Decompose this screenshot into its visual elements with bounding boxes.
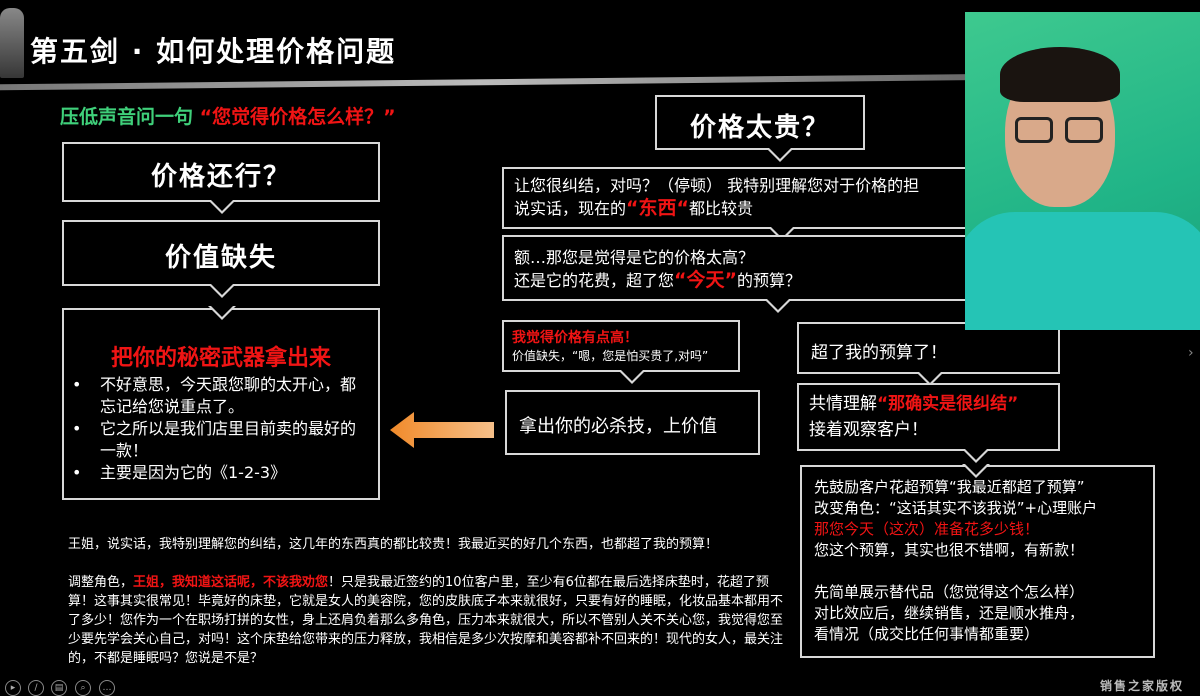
encourage-line: 先鼓励客户花超预算“我最近都超了预算” <box>814 478 1085 496</box>
script-paragraph-1: 王姐，说实话，我特别理解您的纠结，这几年的东西真的都比较贵！我最近买的好几个东西… <box>68 537 719 552</box>
p2-post: ！只是我最近签约的10位客户里，至少有6位都在最后选择床垫时，花超了预算！这事其… <box>68 575 784 666</box>
more-icon[interactable]: … <box>99 680 115 696</box>
watermark: 销售之家版权 <box>1100 679 1185 693</box>
box-price-bit-high: 我觉得价格有点高！ 价值缺失，“嗯，您是怕买贵了,对吗” <box>502 320 740 372</box>
samurai-figure-icon <box>0 8 24 78</box>
encourage-line: 您这个预算，其实也很不错啊，有新款！ <box>814 541 1085 559</box>
box-value-missing: 价值缺失 <box>62 220 380 286</box>
empathy-line2-pre: 说实话，现在的 <box>514 199 627 218</box>
zoom-icon[interactable]: ⌕ <box>75 680 91 696</box>
encourage-line: 改变角色：“这话其实不该我说”+心理账户 <box>814 499 1098 517</box>
secret-weapon-heading: 把你的秘密武器拿出来 <box>110 346 331 371</box>
p2-red: 王姐，我知道这话呢，不该我劝您 <box>133 575 329 590</box>
box-encourage: 先鼓励客户花超预算“我最近都超了预算” 改变角色：“这话其实不该我说”+心理账户… <box>800 465 1155 658</box>
question-line2-red: “今天” <box>674 269 737 291</box>
pen-icon[interactable]: / <box>28 680 44 696</box>
bullet-item: 它之所以是我们店里目前卖的最好的一款！ <box>64 418 368 462</box>
encourage-line: 看情况（成交比任何事情都重要） <box>814 625 1040 643</box>
question-line1: 额…那您是觉得是它的价格太高？ <box>514 248 755 267</box>
question-line2-pre: 还是它的花费，超了您 <box>514 271 675 290</box>
box-killer-move: 拿出你的必杀技，上价值 <box>505 390 760 455</box>
bullet-item: 主要是因为它的《1-2-3》 <box>64 462 368 484</box>
box-empathy: 让您很纠结，对吗？（停顿） 我特别理解您对于价格的担 说实话，现在的“东西“都比… <box>502 167 1022 229</box>
over-budget-text: 超了我的预算了！ <box>811 343 947 363</box>
arrow-left-icon <box>390 412 494 448</box>
price-bit-high-text: 价值缺失，“嗯，您是怕买贵了,对吗” <box>512 349 709 363</box>
box-price-too-high: 价格太贵？ <box>655 95 865 150</box>
empathy-line2-post: 都比较贵 <box>689 199 754 218</box>
next-slide-chevron-icon[interactable]: › <box>1188 345 1194 361</box>
encourage-red: 那您今天（这次）准备花多少钱！ <box>814 520 1040 538</box>
script-paragraph-2: 调整角色，王姐，我知道这话呢，不该我劝您！只是我最近签约的10位客户里，至少有6… <box>68 573 788 668</box>
encourage-line: 对比效应后，继续销售，还是顺水推舟， <box>814 604 1085 622</box>
question-line2-post: 的预算？ <box>737 271 802 290</box>
subtitle: 压低声音问一句 “您觉得价格怎么样？” <box>60 102 396 129</box>
slides-icon[interactable]: ▤ <box>51 680 67 696</box>
empathize-red: “那确实是很纠结” <box>877 394 1019 414</box>
box-question: 额…那您是觉得是它的价格太高？ 还是它的花费，超了您“今天”的预算？ <box>502 235 1022 301</box>
webcam-overlay <box>965 12 1200 330</box>
box-secret-weapon: 把你的秘密武器拿出来 不好意思，今天跟您聊的太开心，都忘记给您说重点了。 它之所… <box>62 308 380 500</box>
empathize-pre: 共情理解 <box>809 394 877 414</box>
empathy-line2-red: “东西“ <box>626 197 689 219</box>
subtitle-green: 压低声音问一句 <box>60 106 194 128</box>
price-too-high-text: 价格太贵？ <box>689 113 830 143</box>
box-empathize: 共情理解“那确实是很纠结” 接着观察客户！ <box>797 383 1060 451</box>
killer-move-text: 拿出你的必杀技，上价值 <box>519 416 717 437</box>
box-over-budget: 超了我的预算了！ <box>797 322 1060 374</box>
slide-title: 第五剑 · 如何处理价格问题 <box>30 35 397 68</box>
empathize-line2: 接着观察客户！ <box>809 420 928 440</box>
box-price-ok-text: 价格还行？ <box>150 162 291 192</box>
play-icon[interactable]: ▸ <box>5 680 21 696</box>
encourage-line: 先简单展示替代品（您觉得这个怎么样） <box>814 583 1085 601</box>
box-price-ok: 价格还行？ <box>62 142 380 202</box>
p2-pre: 调整角色， <box>68 575 134 590</box>
subtitle-red: “您觉得价格怎么样？” <box>199 106 396 128</box>
price-bit-high-red: 我觉得价格有点高！ <box>512 330 638 346</box>
box-value-missing-text: 价值缺失 <box>164 243 277 273</box>
bullet-item: 不好意思，今天跟您聊的太开心，都忘记给您说重点了。 <box>64 374 368 418</box>
empathy-line1: 让您很纠结，对吗？（停顿） 我特别理解您对于价格的担 <box>514 176 920 195</box>
